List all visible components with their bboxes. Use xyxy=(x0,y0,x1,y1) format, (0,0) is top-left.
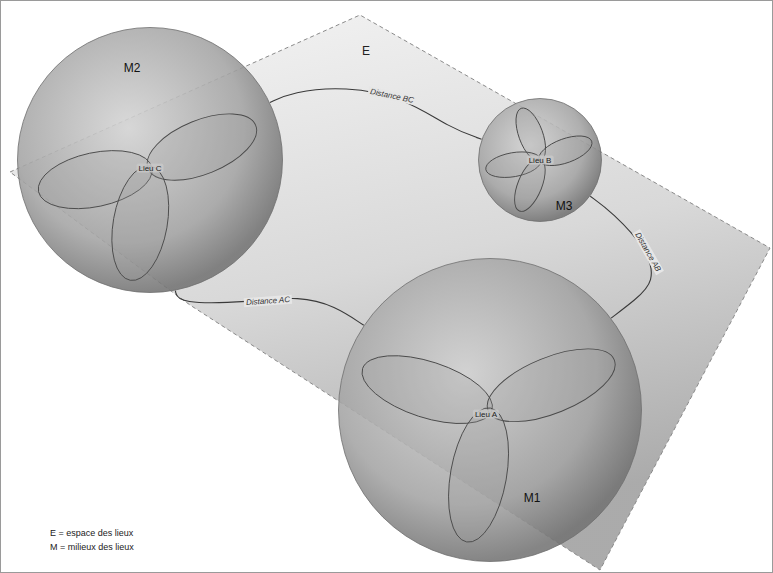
sphere-shape xyxy=(17,27,283,293)
sphere-node: M3 Lieu B xyxy=(478,98,602,222)
sphere-label: M3 xyxy=(556,199,573,213)
sphere-outline xyxy=(479,99,602,222)
place-label: Lieu B xyxy=(527,156,554,165)
plane-e xyxy=(10,15,770,570)
sphere-label: M1 xyxy=(524,491,541,505)
distance-label: Distance AB xyxy=(632,229,664,275)
sphere-label: M2 xyxy=(124,61,141,75)
place-label: Lieu A xyxy=(473,410,499,419)
legend-text: E = espace des lieux xyxy=(50,528,133,538)
distance-connector xyxy=(175,291,363,326)
plane-label: E xyxy=(362,44,370,58)
trajectory-loop xyxy=(104,161,177,285)
place-label: Lieu C xyxy=(136,164,163,173)
distance-label: Distance BC xyxy=(367,87,416,106)
sphere-node: M1 Lieu A xyxy=(338,258,642,562)
distance-connector xyxy=(590,196,651,318)
trajectory-loop xyxy=(439,403,518,547)
sphere-outline xyxy=(339,259,642,562)
sphere-outline xyxy=(18,28,283,293)
distance-label: Distance AC xyxy=(244,295,293,307)
legend-text: M = milieux des lieux xyxy=(50,542,134,552)
sphere-node: M2Lieu C xyxy=(17,27,283,293)
